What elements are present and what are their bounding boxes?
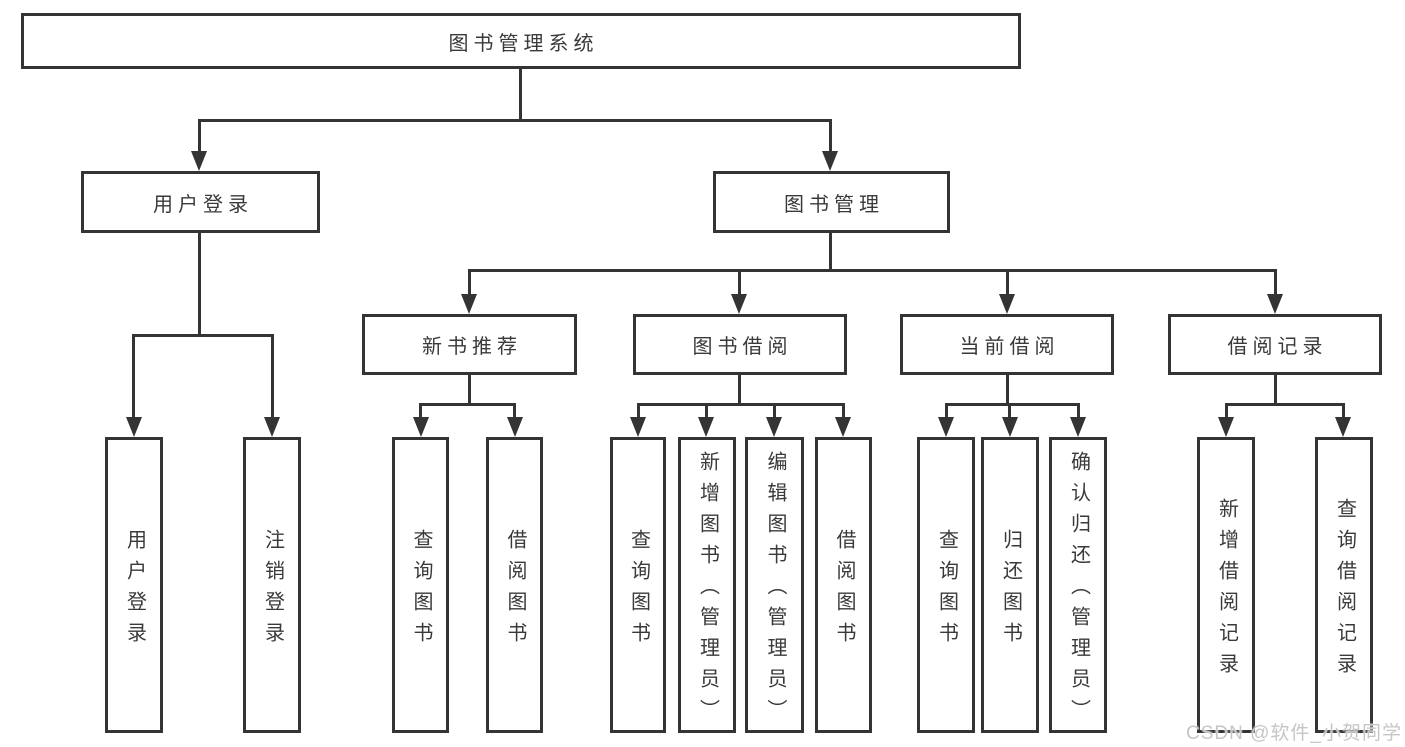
connector-line bbox=[945, 403, 948, 418]
node-label: 图书管理 bbox=[784, 193, 884, 216]
connector-line bbox=[1342, 403, 1345, 418]
leaf-search-books-current: 查询图书 bbox=[917, 437, 975, 733]
node-label: 借阅图书 bbox=[504, 528, 526, 653]
node-label: 当前借阅 bbox=[959, 336, 1060, 358]
connector-line bbox=[637, 403, 845, 406]
arrowhead-icon bbox=[630, 417, 646, 437]
leaf-search-books-recommend: 查询图书 bbox=[392, 437, 449, 733]
node-label: 归还图书 bbox=[999, 528, 1022, 653]
connector-line bbox=[419, 403, 516, 406]
node-label: 用户登录 bbox=[123, 528, 146, 653]
connector-line bbox=[1225, 403, 1345, 406]
leaf-add-borrow-record: 新增借阅记录 bbox=[1197, 437, 1255, 733]
node-current-borrowing: 当前借阅 bbox=[900, 314, 1114, 375]
connector-line bbox=[738, 375, 741, 405]
connector-line bbox=[1077, 403, 1080, 418]
leaf-borrow-books: 借阅图书 bbox=[815, 437, 872, 733]
node-label: 新增图书（管理员） bbox=[696, 451, 719, 730]
leaf-add-books-admin: 新增图书（管理员） bbox=[678, 437, 736, 733]
leaf-user-login: 用户登录 bbox=[105, 437, 163, 733]
node-label: 查询图书 bbox=[410, 528, 432, 653]
node-label: 图书管理系统 bbox=[448, 32, 599, 55]
connector-line bbox=[1274, 375, 1277, 405]
arrowhead-icon bbox=[1218, 417, 1234, 437]
node-label: 借阅图书 bbox=[833, 528, 855, 653]
node-book-management-module: 图书管理 bbox=[713, 171, 950, 233]
connector-line bbox=[637, 403, 640, 418]
node-label: 查询图书 bbox=[935, 528, 958, 653]
connector-line bbox=[705, 403, 708, 418]
arrowhead-icon bbox=[938, 417, 954, 437]
connector-line bbox=[1225, 403, 1228, 418]
arrowhead-icon bbox=[766, 417, 782, 437]
connector-line bbox=[773, 403, 776, 418]
connector-line bbox=[1274, 269, 1277, 295]
node-label: 图书借阅 bbox=[692, 336, 793, 358]
arrowhead-icon bbox=[126, 417, 142, 437]
connector-line bbox=[842, 403, 845, 418]
node-borrowing-records: 借阅记录 bbox=[1168, 314, 1382, 375]
node-new-book-recommend: 新书推荐 bbox=[362, 314, 577, 375]
node-label: 确认归还（管理员） bbox=[1067, 451, 1090, 730]
connector-line bbox=[132, 334, 135, 418]
node-label: 注销登录 bbox=[261, 528, 284, 653]
connector-line bbox=[132, 334, 274, 337]
arrowhead-icon bbox=[1335, 417, 1351, 437]
node-label: 编辑图书（管理员） bbox=[764, 451, 786, 730]
node-user-login-module: 用户登录 bbox=[81, 171, 320, 233]
csdn-watermark: CSDN @软件_小贺同学 bbox=[1186, 723, 1402, 744]
arrowhead-icon bbox=[191, 151, 207, 171]
node-book-borrowing: 图书借阅 bbox=[633, 314, 847, 375]
connector-line bbox=[198, 119, 201, 153]
connector-line bbox=[513, 403, 516, 418]
arrowhead-icon bbox=[507, 417, 523, 437]
arrowhead-icon bbox=[1002, 417, 1018, 437]
connector-line bbox=[1006, 375, 1009, 405]
node-label: 新书推荐 bbox=[422, 336, 522, 358]
connector-line bbox=[738, 269, 741, 295]
node-label: 用户登录 bbox=[153, 193, 253, 216]
connector-line bbox=[1006, 269, 1009, 295]
leaf-search-borrow-record: 查询借阅记录 bbox=[1315, 437, 1373, 733]
leaf-logout: 注销登录 bbox=[243, 437, 301, 733]
node-label: 查询借阅记录 bbox=[1333, 497, 1356, 684]
leaf-borrow-books-recommend: 借阅图书 bbox=[486, 437, 543, 733]
leaf-edit-books-admin: 编辑图书（管理员） bbox=[745, 437, 804, 733]
node-label: 新增借阅记录 bbox=[1215, 497, 1238, 684]
arrowhead-icon bbox=[698, 417, 714, 437]
connector-line bbox=[468, 375, 471, 405]
arrowhead-icon bbox=[413, 417, 429, 437]
node-label: 查询图书 bbox=[627, 528, 650, 653]
connector-line bbox=[945, 403, 1080, 406]
leaf-confirm-return-admin: 确认归还（管理员） bbox=[1049, 437, 1107, 733]
arrowhead-icon bbox=[999, 294, 1015, 314]
connector-line bbox=[271, 334, 274, 418]
connector-line bbox=[198, 119, 832, 122]
connector-line bbox=[519, 69, 522, 121]
arrowhead-icon bbox=[1070, 417, 1086, 437]
leaf-return-books: 归还图书 bbox=[981, 437, 1039, 733]
connector-line bbox=[419, 403, 422, 418]
node-root-system: 图书管理系统 bbox=[21, 13, 1021, 69]
arrowhead-icon bbox=[461, 294, 477, 314]
arrowhead-icon bbox=[731, 294, 747, 314]
arrowhead-icon bbox=[822, 151, 838, 171]
node-label: 借阅记录 bbox=[1227, 336, 1328, 358]
connector-line bbox=[468, 269, 471, 295]
leaf-search-books-borrowing: 查询图书 bbox=[610, 437, 666, 733]
connector-line bbox=[198, 233, 201, 336]
connector-line bbox=[1008, 403, 1011, 418]
connector-line bbox=[829, 233, 832, 271]
arrowhead-icon bbox=[264, 417, 280, 437]
arrowhead-icon bbox=[835, 417, 851, 437]
connector-line bbox=[829, 119, 832, 153]
connector-line bbox=[468, 269, 1277, 272]
arrowhead-icon bbox=[1267, 294, 1283, 314]
